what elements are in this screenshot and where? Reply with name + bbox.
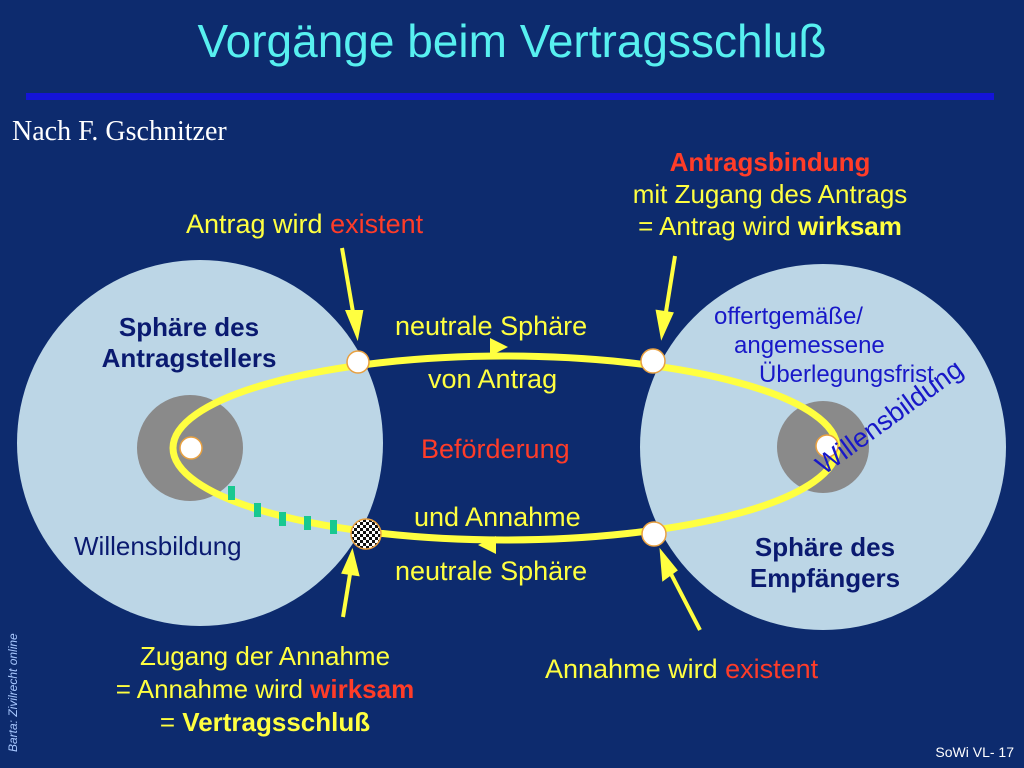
neutral-sphere-top: neutrale Sphäre	[395, 311, 588, 341]
source-note: Nach F. Gschnitzer	[12, 116, 227, 147]
side-note: Barta: Zivilrecht online	[4, 612, 24, 752]
antragsbindung-line2: mit Zugang des Antrags	[632, 179, 908, 209]
vertragsschluss-line2-prefix: = Annahme wird	[115, 674, 311, 704]
annahme-existent-text: Annahme wird	[545, 654, 726, 684]
annahme-existent-label: Annahme wird existent	[545, 654, 818, 685]
slide-footer: SoWi VL- 17	[935, 744, 1014, 760]
node-antrag-wirksam	[640, 348, 666, 374]
frist-label: offertgemäße/ angemessene Überlegungsfri…	[706, 302, 934, 389]
sphere-antragsteller-line2: Antragstellers	[101, 343, 277, 373]
node-antragsteller-center	[179, 436, 203, 460]
vertragsschluss-line2-highlight: wirksam	[310, 674, 415, 704]
pointer-vertragsschluss	[341, 567, 353, 618]
willensbildung-left: Willensbildung	[74, 531, 242, 561]
antragsbindung-line3-bold: wirksam	[797, 211, 902, 241]
antrag-existent-label: Antrag wird existent	[186, 209, 423, 240]
sphere-antragsteller-line1: Sphäre des	[118, 312, 260, 342]
frist-line2: angemessene	[734, 332, 885, 359]
vertragsschluss-line1: Zugang der Annahme	[139, 641, 391, 671]
annahme-existent-highlight: existent	[725, 654, 819, 684]
side-note-text: Barta: Zivilrecht online	[6, 633, 20, 752]
node-antrag-existent	[346, 350, 370, 374]
sphere-empfaenger-label: Sphäre des Empfängers	[700, 532, 950, 594]
node-empfaenger-center	[815, 434, 839, 458]
vertragsschluss-line3-bold: Vertragsschluß	[182, 707, 371, 737]
von-antrag-label: von Antrag	[428, 364, 558, 394]
antrag-existent-text: Antrag wird	[186, 209, 331, 239]
antrag-existent-highlight: existent	[330, 209, 424, 239]
orbit-arrow-top	[490, 338, 508, 356]
node-annahme-existent	[641, 521, 667, 547]
pointer-antrag-wirksam	[663, 255, 677, 319]
pointer-antrag-existent	[340, 247, 356, 319]
sphere-empfaenger-line1: Sphäre des	[754, 532, 896, 562]
vertragsschluss-label: Zugang der Annahme = Annahme wird wirksa…	[70, 640, 460, 739]
neutral-sphere-bottom: neutrale Sphäre	[395, 556, 588, 586]
willensbildung-marks	[228, 486, 337, 534]
sphere-antragsteller-label: Sphäre des Antragstellers	[64, 312, 314, 374]
orbit-arrow-bottom	[478, 536, 496, 554]
pointer-annahme-existent	[668, 571, 702, 631]
antragsbindung-heading: Antragsbindung	[669, 147, 871, 177]
title-rule	[26, 93, 994, 100]
befoerderung-label: Beförderung	[421, 434, 570, 464]
node-vertragsschluss	[350, 518, 382, 550]
vertragsschluss-line3-prefix: =	[159, 707, 183, 737]
und-annahme-label: und Annahme	[414, 502, 581, 532]
sphere-empfaenger-line2: Empfängers	[749, 563, 901, 593]
page-title: Vorgänge beim Vertragsschluß	[197, 15, 827, 67]
frist-line1: offertgemäße/	[714, 303, 863, 330]
antragsbindung-line3-prefix: = Antrag wird	[638, 211, 798, 241]
frist-line3: Überlegungsfrist	[759, 361, 934, 388]
antragsbindung-label: Antragsbindung mit Zugang des Antrags = …	[560, 146, 980, 242]
